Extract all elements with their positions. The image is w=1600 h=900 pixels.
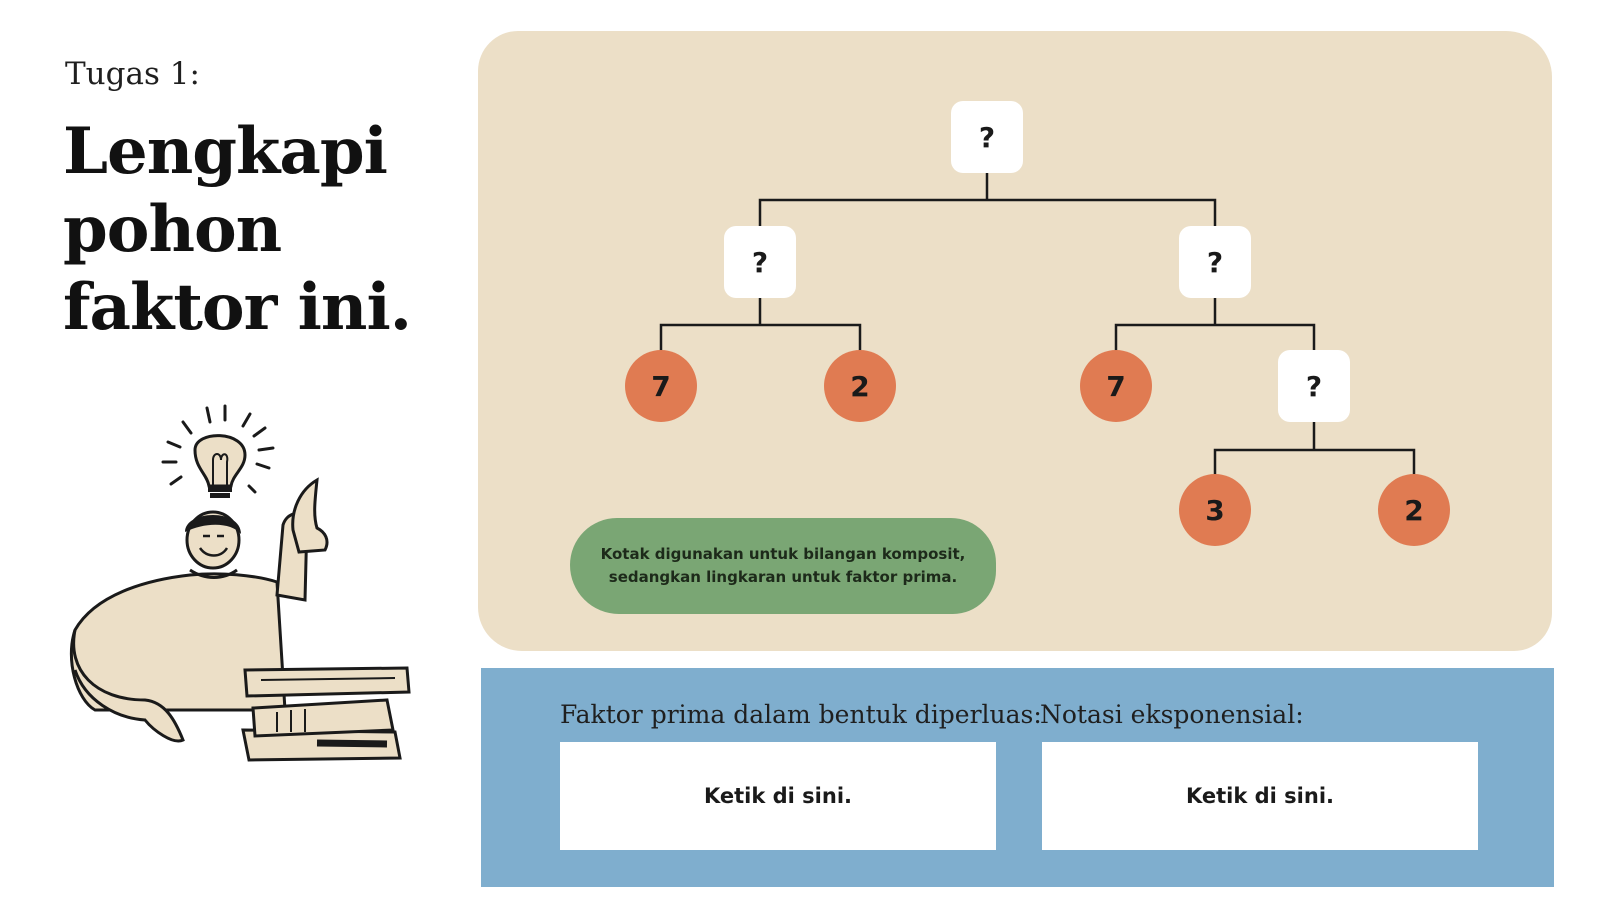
prime-node-rr-left: 3 [1179, 474, 1251, 546]
tree-node-left[interactable]: ? [724, 226, 796, 298]
lightbulb-icon [193, 434, 247, 498]
light-rays [161, 404, 275, 494]
prime-node-rr-right: 2 [1378, 474, 1450, 546]
student-idea-illustration [70, 404, 411, 762]
prime-node-right-left: 7 [1080, 350, 1152, 422]
exponent-notation-label: Notasi eksponensial: [1040, 700, 1304, 729]
prime-node-left-right: 2 [824, 350, 896, 422]
books-stack-icon [241, 666, 411, 762]
task-label: Tugas 1: [65, 56, 200, 92]
exponent-notation-input[interactable]: Ketik di sini. [1042, 742, 1478, 850]
page-title: Lengkapi pohon faktor ini. [63, 114, 412, 345]
tree-node-root[interactable]: ? [951, 101, 1023, 173]
expanded-form-label: Faktor prima dalam bentuk diperluas: [560, 700, 1042, 729]
tree-node-right[interactable]: ? [1179, 226, 1251, 298]
prime-node-left-left: 7 [625, 350, 697, 422]
tree-node-right-right[interactable]: ? [1278, 350, 1350, 422]
avatar [185, 510, 241, 579]
legend-note: Kotak digunakan untuk bilangan komposit,… [570, 518, 996, 614]
legend-line-1: Kotak digunakan untuk bilangan komposit, [600, 545, 966, 563]
expanded-form-input[interactable]: Ketik di sini. [560, 742, 996, 850]
legend-line-2: sedangkan lingkaran untuk faktor prima. [608, 568, 958, 586]
